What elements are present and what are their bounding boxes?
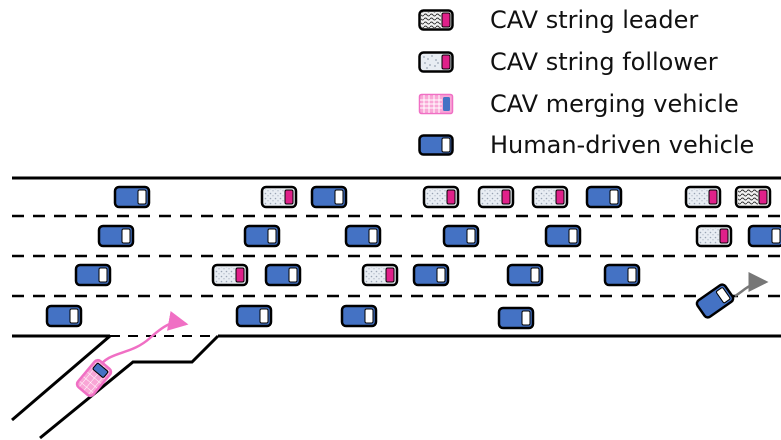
vehicle-human [344,224,382,248]
vehicle-human [340,304,378,328]
vehicle-human [603,263,641,287]
vehicle-follower [477,185,515,209]
legend-label-human: Human-driven vehicle [490,131,755,159]
car-icon [235,304,273,328]
car-icon [412,263,450,287]
car-icon [442,224,480,248]
legend-label-follower: CAV string follower [490,48,718,76]
vehicle-leader [734,185,772,209]
car-icon [45,304,83,328]
vehicle-human [235,304,273,328]
legend: CAV string leader CAV string follower CA… [0,0,781,170]
exit-path-arrow [734,272,769,298]
car-icon [74,263,112,287]
car-icon [418,51,454,73]
vehicle-human [264,263,302,287]
car-icon [477,185,515,209]
vehicle-human [45,304,83,328]
legend-item-human: Human-driven vehicle [418,129,754,161]
vehicle-follower [422,185,460,209]
car-icon [113,185,151,209]
vehicle-human [74,263,112,287]
on-ramp-left-edge [11,334,111,422]
legend-item-follower: CAV string follower [418,46,718,78]
car-icon [418,9,454,31]
vehicle-follower [531,185,569,209]
legend-label-leader: CAV string leader [490,6,699,34]
car-icon [497,306,535,330]
car-icon [531,185,569,209]
car-icon [344,224,382,248]
car-icon [243,224,281,248]
vehicle-human [585,185,623,209]
merge-path-arrow [96,311,189,369]
car-icon [422,185,460,209]
car-icon [695,224,733,248]
road [11,176,781,440]
car-icon [695,283,735,319]
car-icon [747,224,781,248]
vehicle-human [412,263,450,287]
car-icon [603,263,641,287]
car-icon [264,263,302,287]
legend-label-merging: CAV merging vehicle [490,90,739,118]
vehicle-merging [75,358,113,398]
car-icon [211,263,249,287]
vehicle-follower [684,185,722,209]
vehicle-human [310,185,348,209]
vehicle-human [544,224,582,248]
vehicle-human [97,224,135,248]
car-icon [585,185,623,209]
legend-item-leader: CAV string leader [418,4,698,36]
vehicle-human [695,283,735,319]
car-icon [734,185,772,209]
car-icon [310,185,348,209]
car-icon [506,263,544,287]
on-ramp-right-edge [39,334,220,440]
vehicle-human [243,224,281,248]
car-icon [260,185,298,209]
car-icon [340,304,378,328]
exit-arrow-icon [734,272,769,298]
vehicle-human [113,185,151,209]
legend-item-merging: CAV merging vehicle [418,88,739,120]
merge-arrow-icon [96,311,189,369]
car-icon [544,224,582,248]
car-icon [418,93,454,115]
car-icon [418,134,454,156]
vehicle-human [747,224,781,248]
vehicle-follower [695,224,733,248]
vehicle-follower [211,263,249,287]
vehicle-human [442,224,480,248]
car-icon [97,224,135,248]
car-icon [684,185,722,209]
car-icon [75,358,113,398]
vehicle-follower [361,263,399,287]
vehicle-human [497,306,535,330]
vehicles [45,185,781,398]
vehicle-follower [260,185,298,209]
vehicle-human [506,263,544,287]
car-icon [361,263,399,287]
